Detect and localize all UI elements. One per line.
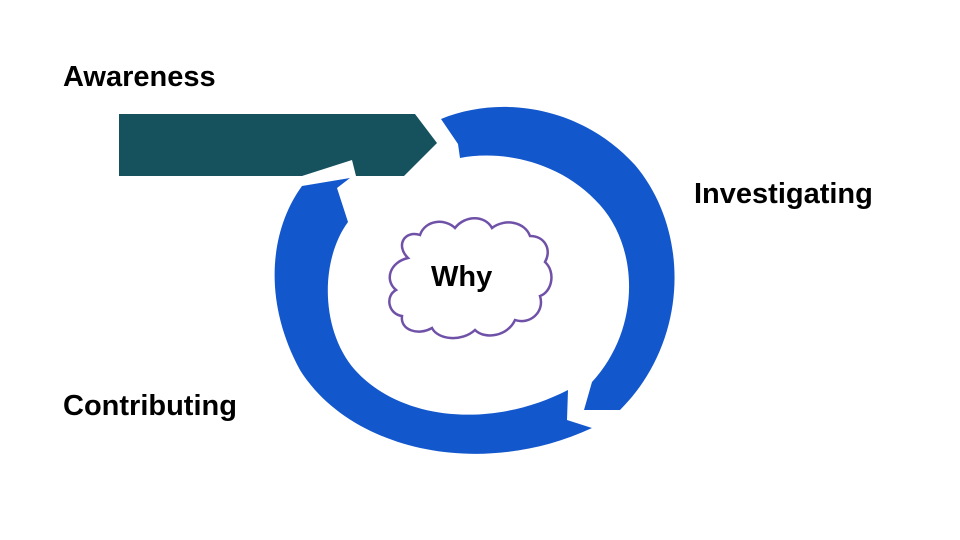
investigating-arrow (441, 106, 675, 411)
contributing-arrow (274, 178, 592, 454)
stage-label-contributing: Contributing (63, 390, 237, 422)
awareness-notch (302, 160, 356, 176)
cloud-icon (388, 217, 553, 340)
awareness-arrow (119, 114, 437, 176)
stage-label-investigating: Investigating (694, 178, 873, 210)
center-label-why: Why (431, 261, 493, 293)
stage-label-awareness: Awareness (63, 61, 216, 93)
